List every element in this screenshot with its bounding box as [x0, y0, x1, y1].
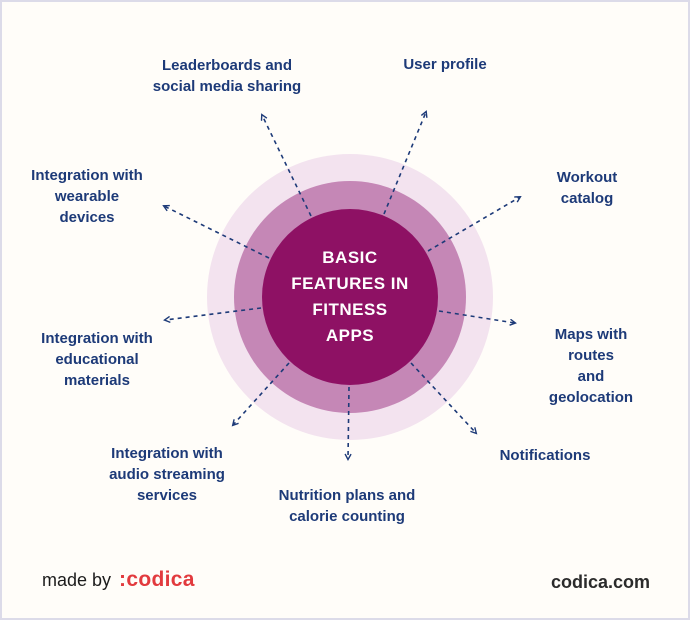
made-by-credit: made by :codica [42, 568, 195, 592]
node-audio-streaming: Integration with audio streaming service… [109, 445, 225, 504]
node-maps-routes-geolocation: Maps with routes and geolocation [548, 326, 634, 406]
node-user-profile: User profile [403, 56, 487, 73]
codica-logo: :codica [119, 568, 195, 591]
center-title: BASIC FEATURES IN FITNESS APPS [291, 248, 409, 345]
node-wearable-devices: Integration with wearable devices [31, 167, 143, 226]
node-nutrition-plans: Nutrition plans and calorie counting [278, 487, 416, 525]
center-circle: BASIC FEATURES IN FITNESS APPS [262, 209, 438, 385]
made-by-text: made by [42, 570, 112, 590]
node-workout-catalog: Workout catalog [556, 169, 618, 207]
node-leaderboards-social: Leaderboards and social media sharing [152, 57, 302, 95]
node-educational-materials: Integration with educational materials [41, 330, 153, 389]
website-url: codica.com [550, 572, 650, 592]
node-notifications: Notifications [499, 447, 591, 464]
